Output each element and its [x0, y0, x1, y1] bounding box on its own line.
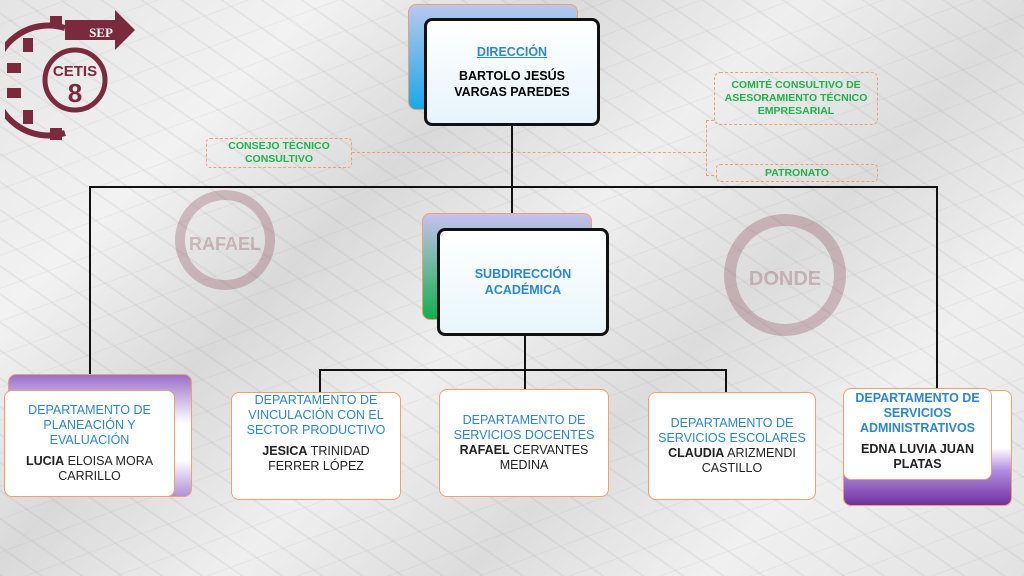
- dept-title: DEPARTAMENTO DE SERVICIOS ESCOLARES: [658, 416, 806, 445]
- dept-docentes-box: DEPARTAMENTO DE SERVICIOS DOCENTES RAFAE…: [439, 389, 609, 497]
- connector: [89, 186, 91, 376]
- connector: [319, 369, 727, 371]
- dept-escolares-box: DEPARTAMENTO DE SERVICIOS ESCOLARES CLAU…: [648, 392, 816, 500]
- patronato-label: PATRONATO: [765, 166, 829, 179]
- dept-head: JESICA TRINIDAD FERRER LÓPEZ: [262, 444, 370, 473]
- watermark-right: DONDE: [715, 200, 855, 360]
- comite-label: EMPRESARIAL: [757, 105, 835, 117]
- consejo-label: CONSULTIVO: [244, 153, 314, 165]
- connector: [725, 369, 727, 393]
- connector: [319, 369, 321, 393]
- svg-text:DONDE: DONDE: [749, 268, 821, 290]
- dept-title: DEPARTAMENTO DE SERVICIOS DOCENTES: [453, 413, 595, 442]
- dept-head: RAFAEL CERVANTES MEDINA: [459, 443, 589, 472]
- watermark-left: RAFAEL: [170, 180, 280, 310]
- dept-administrativos-box: DEPARTAMENTO DE SERVICIOS ADMINISTRATIVO…: [843, 388, 992, 480]
- subdireccion-box: SUBDIRECCIÓN ACADÉMICA: [437, 228, 609, 336]
- connector: [89, 186, 938, 188]
- logo-sep-text: SEP: [89, 25, 113, 40]
- dept-title: DEPARTAMENTO DE SERVICIOS ADMINISTRATIVO…: [855, 391, 980, 435]
- connector: [936, 186, 938, 389]
- dept-vinculacion-box: DEPARTAMENTO DE VINCULACIÓN CON EL SECTO…: [231, 392, 401, 500]
- subdireccion-title: ACADÉMICA: [484, 283, 562, 297]
- dept-head: LUCIA ELOISA MORA CARRILLO: [25, 454, 154, 483]
- logo-number: 8: [68, 78, 82, 108]
- comite-label: COMITÉ CONSULTIVO DE: [731, 79, 861, 91]
- dept-head: CLAUDIA ARIZMENDI CASTILLO: [668, 446, 796, 475]
- cetis-logo: SEP CETIS 8: [5, 10, 135, 140]
- direccion-name: VARGAS PAREDES: [454, 85, 570, 99]
- direccion-title: DIRECCIÓN: [476, 45, 548, 59]
- connector: [524, 335, 526, 390]
- logo-cetis-text: CETIS: [53, 63, 97, 80]
- dept-title: DEPARTAMENTO DE PLANEACIÓN Y EVALUACIÓN: [28, 403, 151, 447]
- dept-planeacion-box: DEPARTAMENTO DE PLANEACIÓN Y EVALUACIÓN …: [4, 390, 175, 497]
- consejo-label: CONSEJO TÉCNICO: [228, 140, 330, 152]
- direccion-name: BARTOLO JESÚS: [458, 69, 566, 83]
- dept-head: EDNA LUVIA JUAN PLATAS: [861, 442, 974, 471]
- svg-text:RAFAEL: RAFAEL: [189, 234, 261, 254]
- dept-title: DEPARTAMENTO DE VINCULACIÓN CON EL SECTO…: [246, 393, 386, 437]
- dashed-connector: [706, 120, 714, 176]
- subdireccion-title: SUBDIRECCIÓN: [474, 267, 572, 281]
- comite-label: ASESORAMIENTO TÉCNICO: [724, 92, 868, 104]
- dashed-connector: [352, 152, 706, 153]
- connector: [511, 125, 513, 213]
- patronato-box: PATRONATO: [716, 164, 878, 182]
- direccion-box: DIRECCIÓN BARTOLO JESÚS VARGAS PAREDES: [424, 18, 600, 126]
